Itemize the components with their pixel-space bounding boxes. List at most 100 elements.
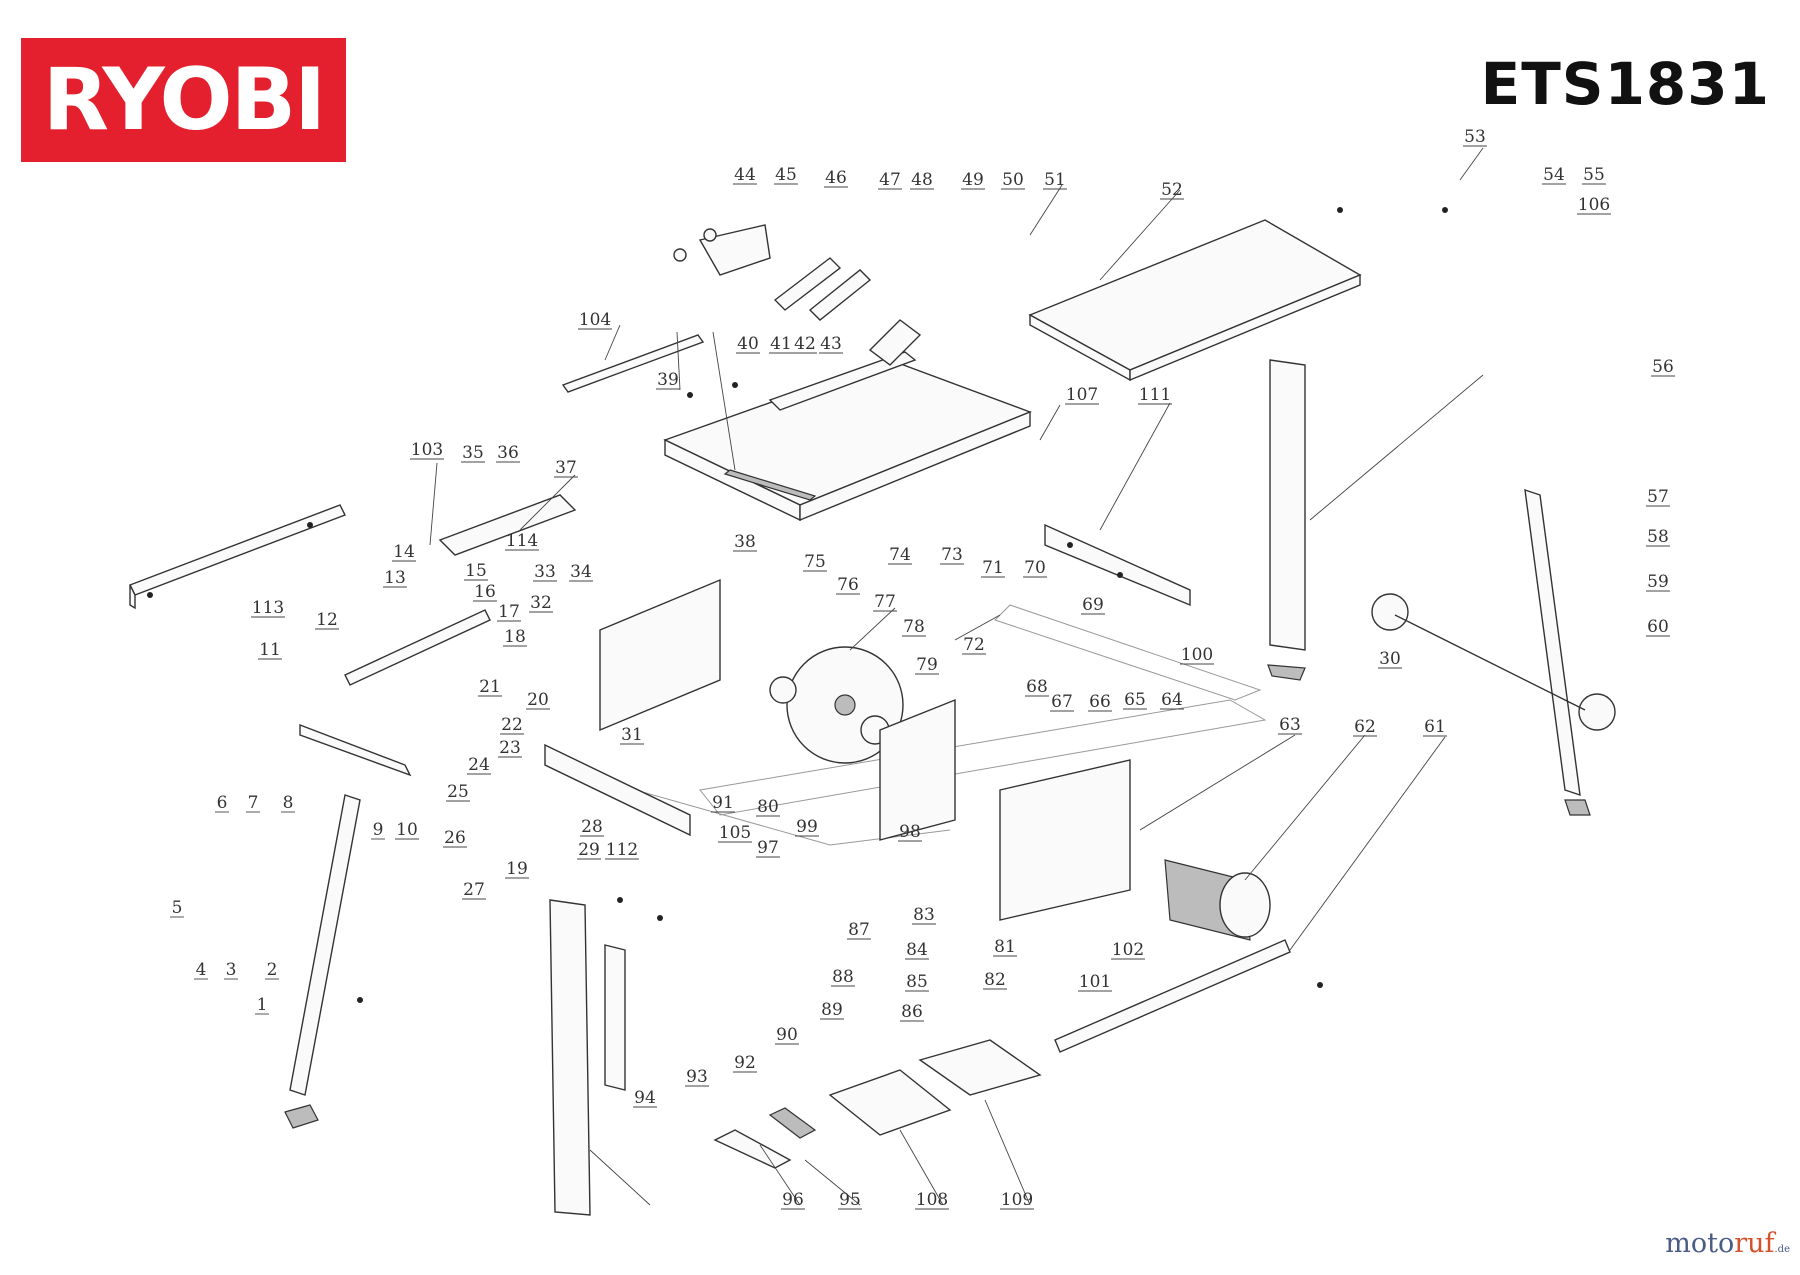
part-callout-79: 79 xyxy=(916,655,938,675)
part-callout-39: 39 xyxy=(657,370,679,390)
part-callout-2: 2 xyxy=(267,960,278,980)
part-callout-43: 43 xyxy=(820,334,842,354)
part-callout-109: 109 xyxy=(1001,1190,1033,1210)
part-callout-6: 6 xyxy=(217,793,228,813)
part-callout-13: 13 xyxy=(384,568,406,588)
part-callout-58: 58 xyxy=(1647,527,1669,547)
part-callout-12: 12 xyxy=(316,610,338,630)
part-callout-95: 95 xyxy=(839,1190,861,1210)
wheel-assembly xyxy=(1371,593,1616,731)
part-callout-98: 98 xyxy=(899,822,921,842)
part-callout-36: 36 xyxy=(497,443,519,463)
callout-leaders xyxy=(429,147,1484,1206)
part-callout-92: 92 xyxy=(734,1053,756,1073)
part-callout-18: 18 xyxy=(504,627,526,647)
rear-right-leg xyxy=(1524,488,1591,816)
part-callout-32: 32 xyxy=(530,593,552,613)
part-callout-55: 55 xyxy=(1583,165,1605,185)
part-callout-103: 103 xyxy=(411,440,443,460)
part-callout-47: 47 xyxy=(879,170,901,190)
part-callout-46: 46 xyxy=(825,168,847,188)
part-callout-94: 94 xyxy=(634,1088,656,1108)
motor-mount-plates xyxy=(879,523,1191,921)
part-callout-1: 1 xyxy=(257,995,268,1015)
part-callout-48: 48 xyxy=(911,170,933,190)
part-callout-69: 69 xyxy=(1082,595,1104,615)
part-callout-87: 87 xyxy=(848,920,870,940)
part-callout-104: 104 xyxy=(579,310,611,330)
part-callout-22: 22 xyxy=(501,715,523,735)
part-callout-105: 105 xyxy=(719,823,751,843)
part-callout-76: 76 xyxy=(837,575,859,595)
part-callout-74: 74 xyxy=(889,545,911,565)
part-callout-40: 40 xyxy=(737,334,759,354)
part-callout-85: 85 xyxy=(906,972,928,992)
part-callout-15: 15 xyxy=(465,561,487,581)
part-callout-81: 81 xyxy=(994,937,1016,957)
part-callout-50: 50 xyxy=(1002,170,1024,190)
part-callout-75: 75 xyxy=(804,552,826,572)
part-callout-19: 19 xyxy=(506,859,528,879)
part-callout-72: 72 xyxy=(963,635,985,655)
part-callout-41: 41 xyxy=(770,334,792,354)
part-callout-68: 68 xyxy=(1026,677,1048,697)
part-callout-64: 64 xyxy=(1161,690,1183,710)
part-callout-30: 30 xyxy=(1379,649,1401,669)
watermark-part2: ruf xyxy=(1734,1228,1775,1259)
part-callout-108: 108 xyxy=(916,1190,948,1210)
right-support-column xyxy=(1267,359,1306,681)
part-callout-102: 102 xyxy=(1112,940,1144,960)
part-callout-14: 14 xyxy=(393,542,415,562)
part-callout-82: 82 xyxy=(984,970,1006,990)
part-callout-54: 54 xyxy=(1543,165,1565,185)
part-callout-86: 86 xyxy=(901,1002,923,1022)
part-callout-33: 33 xyxy=(534,562,556,582)
part-callout-71: 71 xyxy=(982,558,1004,578)
part-callout-80: 80 xyxy=(757,797,779,817)
part-callout-45: 45 xyxy=(775,165,797,185)
part-callout-67: 67 xyxy=(1051,692,1073,712)
part-callout-24: 24 xyxy=(468,755,490,775)
blade-guard xyxy=(673,224,922,366)
part-callout-44: 44 xyxy=(734,165,756,185)
part-callout-11: 11 xyxy=(259,640,281,660)
part-callout-89: 89 xyxy=(821,1000,843,1020)
part-callout-38: 38 xyxy=(734,532,756,552)
part-callout-70: 70 xyxy=(1024,558,1046,578)
bottom-rail xyxy=(1054,939,1291,1053)
part-callout-73: 73 xyxy=(941,545,963,565)
part-callout-8: 8 xyxy=(283,793,294,813)
part-callout-57: 57 xyxy=(1647,487,1669,507)
center-leg xyxy=(549,899,626,1216)
part-callout-5: 5 xyxy=(172,898,183,918)
accessories xyxy=(713,1107,817,1169)
part-callout-21: 21 xyxy=(479,677,501,697)
part-callout-9: 9 xyxy=(373,820,384,840)
part-callout-107: 107 xyxy=(1066,385,1098,405)
part-callout-114: 114 xyxy=(506,531,538,551)
part-callout-53: 53 xyxy=(1464,127,1486,147)
part-callout-77: 77 xyxy=(874,592,896,612)
rear-rail xyxy=(561,334,705,393)
part-callout-37: 37 xyxy=(555,458,577,478)
part-callout-4: 4 xyxy=(196,960,207,980)
part-callout-51: 51 xyxy=(1044,170,1066,190)
part-callout-63: 63 xyxy=(1279,715,1301,735)
watermark: motoruf.de xyxy=(1665,1228,1790,1259)
part-callout-28: 28 xyxy=(581,817,603,837)
part-callout-83: 83 xyxy=(913,905,935,925)
part-callout-25: 25 xyxy=(447,782,469,802)
watermark-part1: moto xyxy=(1665,1228,1735,1259)
ryobi-logo: RYOBI xyxy=(21,38,346,162)
part-callout-7: 7 xyxy=(248,793,259,813)
left-side-rail xyxy=(129,504,346,610)
side-panels xyxy=(438,494,721,837)
part-callout-65: 65 xyxy=(1124,690,1146,710)
part-callout-3: 3 xyxy=(226,960,237,980)
part-callout-61: 61 xyxy=(1424,717,1446,737)
part-callout-17: 17 xyxy=(498,602,520,622)
part-callout-20: 20 xyxy=(527,690,549,710)
manuals xyxy=(828,1039,1042,1136)
part-callout-10: 10 xyxy=(396,820,418,840)
